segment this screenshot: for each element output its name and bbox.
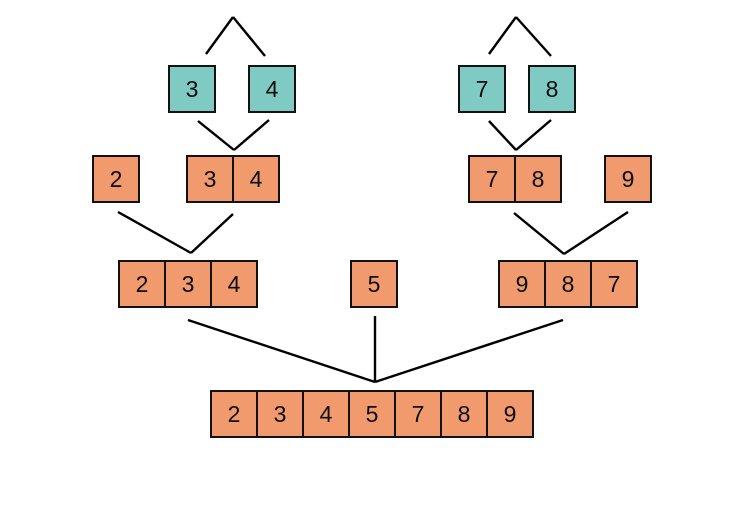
array-cell: 8 bbox=[440, 390, 488, 438]
merge-edge-left-triple-b bbox=[190, 213, 234, 254]
merge-edge-right-triple-b bbox=[563, 210, 629, 256]
array-cell: 2 bbox=[210, 390, 258, 438]
array-cell: 7 bbox=[458, 65, 506, 113]
split-edge-right-up-a bbox=[488, 16, 517, 55]
array-cell: 7 bbox=[468, 155, 516, 203]
array-cell: 3 bbox=[164, 260, 212, 308]
array-cell: 3 bbox=[256, 390, 304, 438]
final-merge-edge-right bbox=[374, 318, 564, 384]
leaf-group-left-4: 4 bbox=[248, 65, 296, 113]
array-cell: 3 bbox=[186, 155, 234, 203]
array-cell: 4 bbox=[248, 65, 296, 113]
array-cell: 8 bbox=[514, 155, 562, 203]
split-edge-left-up-a bbox=[205, 16, 234, 55]
array-cell: 2 bbox=[118, 260, 166, 308]
group-single-5: 5 bbox=[350, 260, 398, 308]
leaf-group-left-3: 3 bbox=[168, 65, 216, 113]
leaf-group-right-8: 8 bbox=[528, 65, 576, 113]
merge-edge-right-pair-a bbox=[488, 120, 517, 151]
array-cell: 2 bbox=[92, 155, 140, 203]
leaf-group-right-7: 7 bbox=[458, 65, 506, 113]
array-cell: 3 bbox=[168, 65, 216, 113]
merge-edge-left-pair-b bbox=[233, 119, 270, 151]
split-edge-right-up-b bbox=[515, 16, 552, 57]
merge-edge-left-triple-a bbox=[117, 210, 192, 255]
merge-edge-right-pair-b bbox=[515, 119, 552, 151]
split-edge-left-up-b bbox=[232, 16, 266, 57]
array-cell: 9 bbox=[486, 390, 534, 438]
array-cell: 7 bbox=[590, 260, 638, 308]
final-merge-edge-left bbox=[187, 318, 376, 384]
array-cell: 7 bbox=[394, 390, 442, 438]
array-cell: 8 bbox=[544, 260, 592, 308]
merge-edge-right-triple-a bbox=[513, 212, 565, 255]
array-cell: 5 bbox=[348, 390, 396, 438]
array-cell: 9 bbox=[604, 155, 652, 203]
array-cell: 5 bbox=[350, 260, 398, 308]
merge-edge-left-pair-a bbox=[197, 120, 235, 151]
group-single-2: 2 bbox=[92, 155, 140, 203]
group-single-9: 9 bbox=[604, 155, 652, 203]
array-cell: 4 bbox=[302, 390, 350, 438]
array-cell: 9 bbox=[498, 260, 546, 308]
array-cell: 4 bbox=[210, 260, 258, 308]
array-cell: 4 bbox=[232, 155, 280, 203]
array-cell: 8 bbox=[528, 65, 576, 113]
